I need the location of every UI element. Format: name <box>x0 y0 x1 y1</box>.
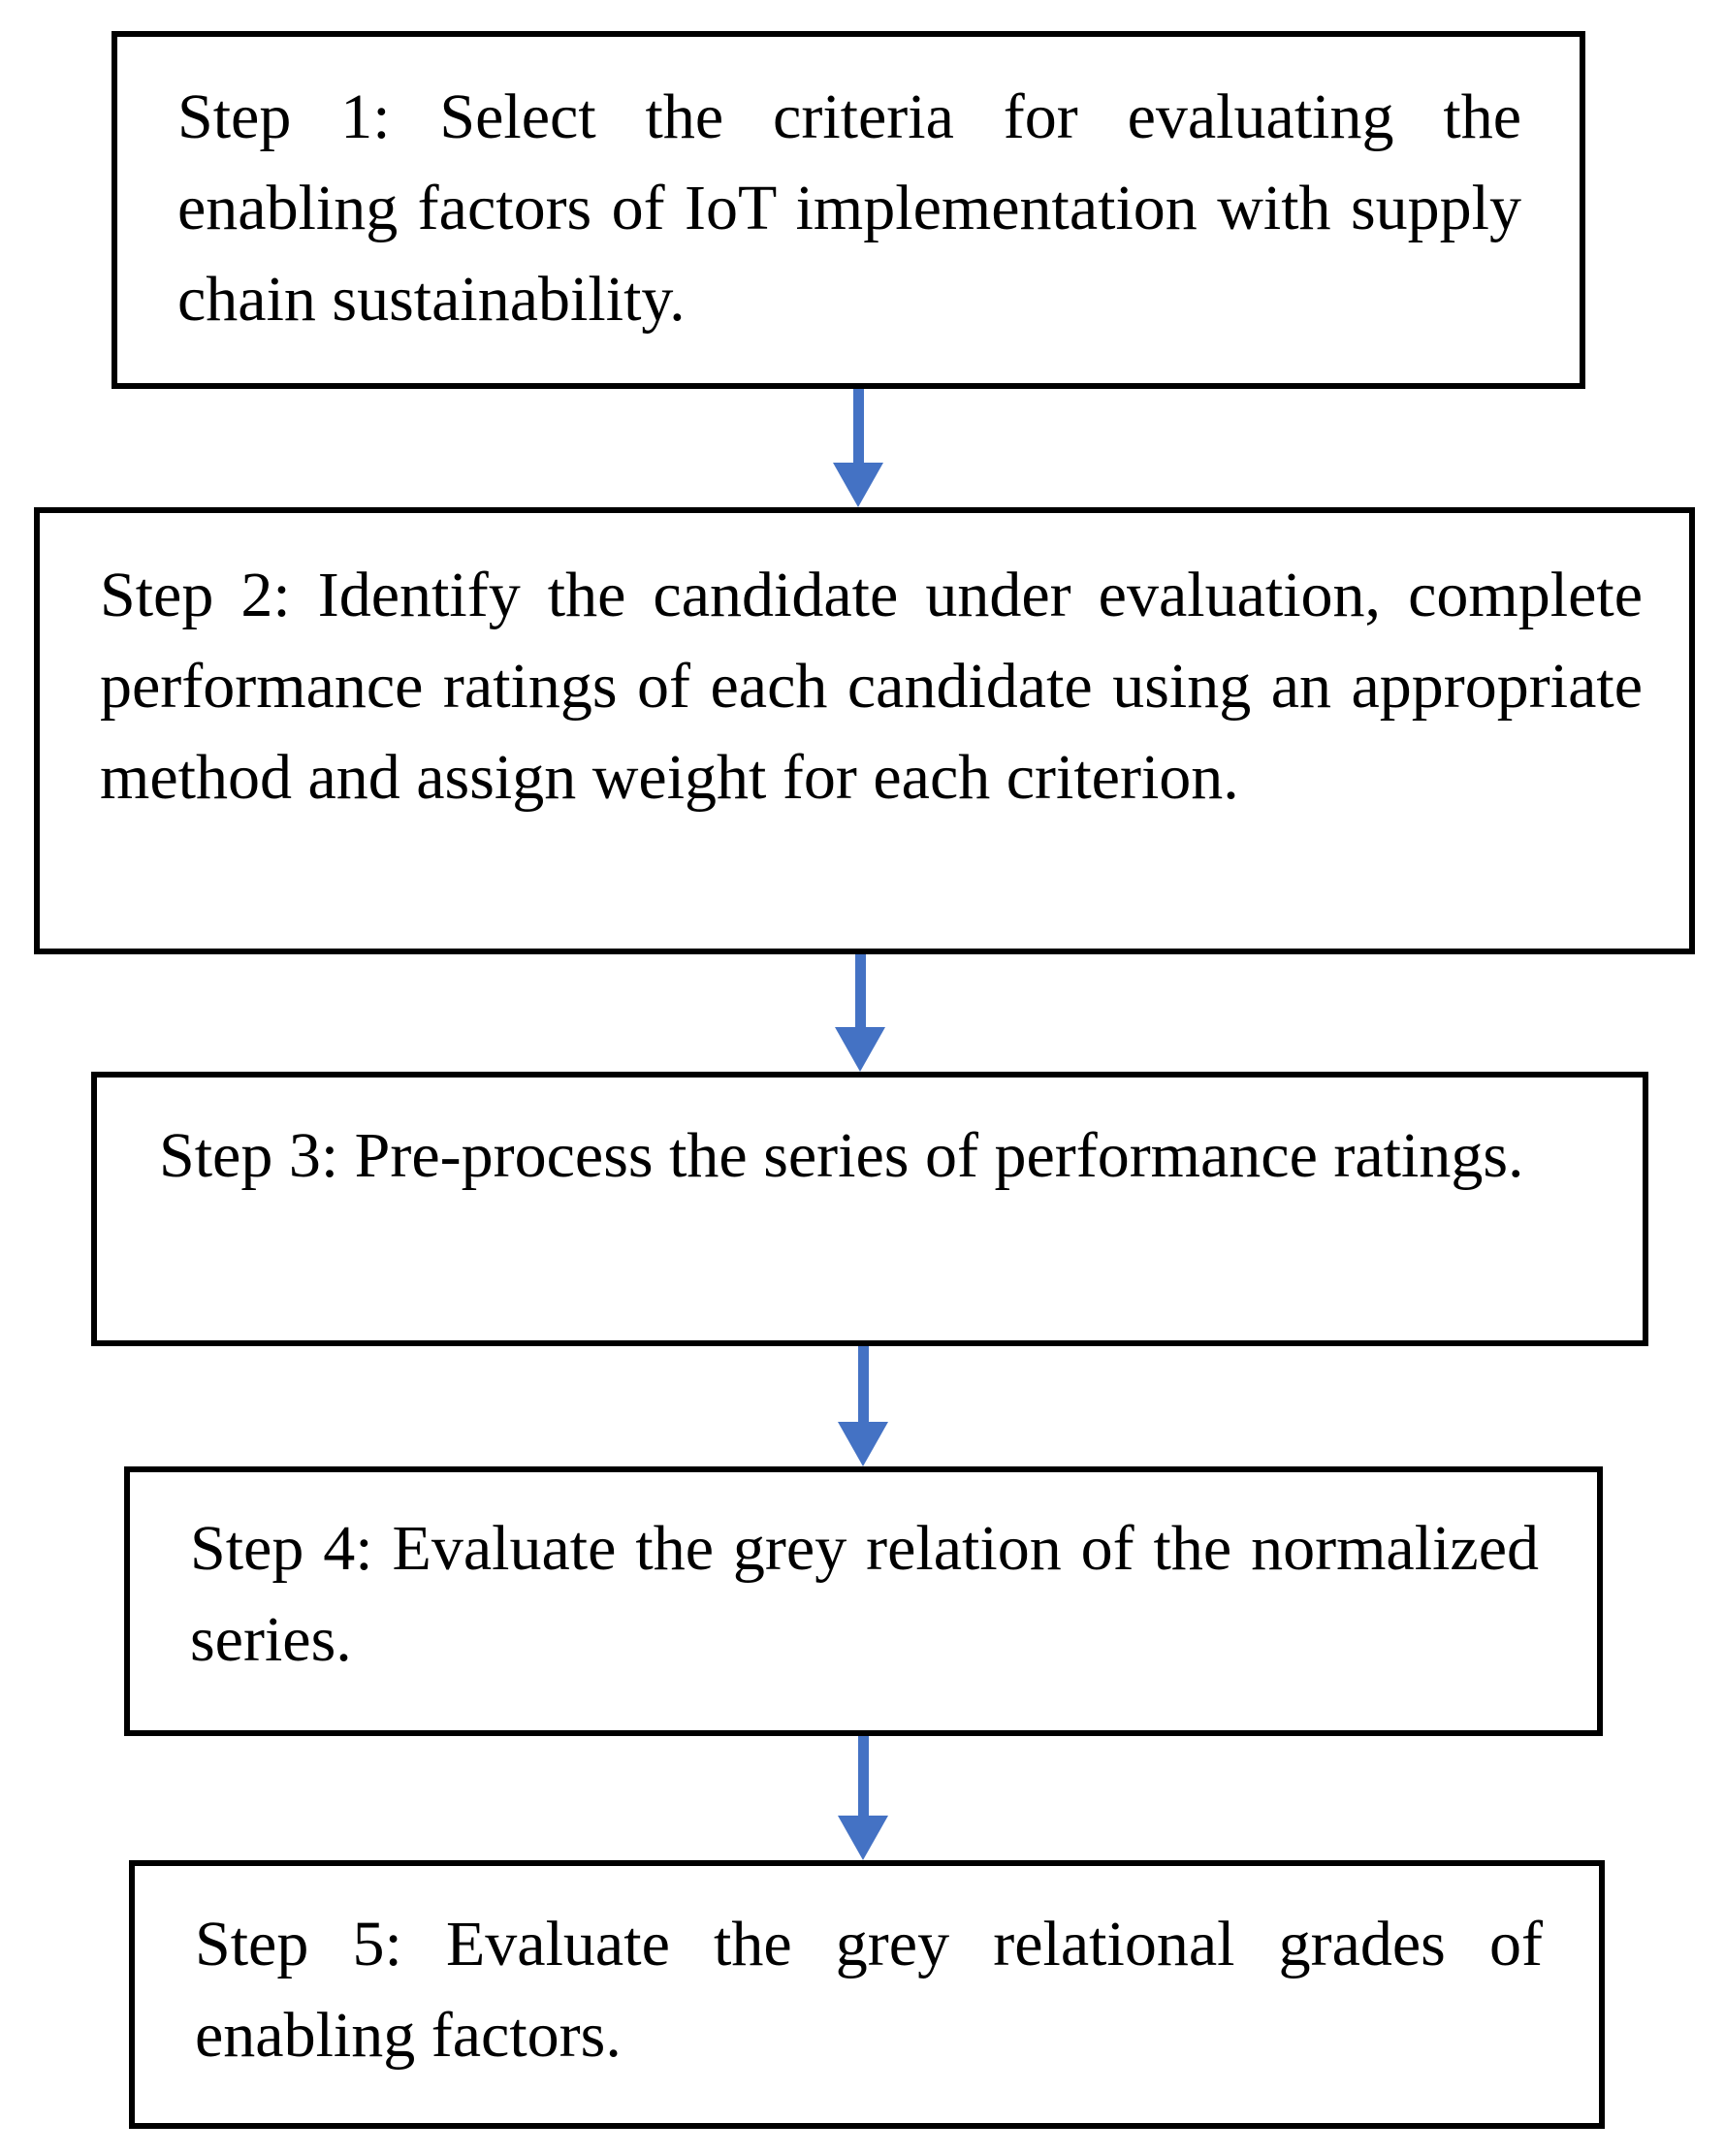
down-arrow-icon <box>833 463 883 507</box>
step-2-box: Step 2: Identify the candidate under eva… <box>34 507 1695 954</box>
arrow-shaft <box>852 389 864 465</box>
step-3-text: Step 3: Pre-process the series of perfor… <box>159 1120 1524 1191</box>
down-arrow-icon <box>838 1422 888 1466</box>
arrow-shaft <box>857 1346 869 1424</box>
connector-arrow-3 <box>836 1346 890 1466</box>
step-5-text: Step 5: Evaluate the grey relational gra… <box>195 1909 1543 2071</box>
connector-arrow-4 <box>836 1736 890 1860</box>
step-1-text: Step 1: Select the criteria for evaluati… <box>177 81 1521 335</box>
down-arrow-icon <box>838 1816 888 1860</box>
arrow-shaft <box>857 1736 869 1818</box>
step-4-box: Step 4: Evaluate the grey relation of th… <box>124 1466 1603 1736</box>
step-5-box: Step 5: Evaluate the grey relational gra… <box>129 1860 1605 2129</box>
step-2-text: Step 2: Identify the candidate under eva… <box>100 560 1643 813</box>
step-3-box: Step 3: Pre-process the series of perfor… <box>91 1072 1648 1346</box>
arrow-shaft <box>854 954 866 1029</box>
connector-arrow-1 <box>831 389 885 507</box>
step-1-box: Step 1: Select the criteria for evaluati… <box>112 31 1585 389</box>
down-arrow-icon <box>835 1027 885 1072</box>
connector-arrow-2 <box>833 954 887 1072</box>
step-4-text: Step 4: Evaluate the grey relation of th… <box>190 1513 1539 1675</box>
